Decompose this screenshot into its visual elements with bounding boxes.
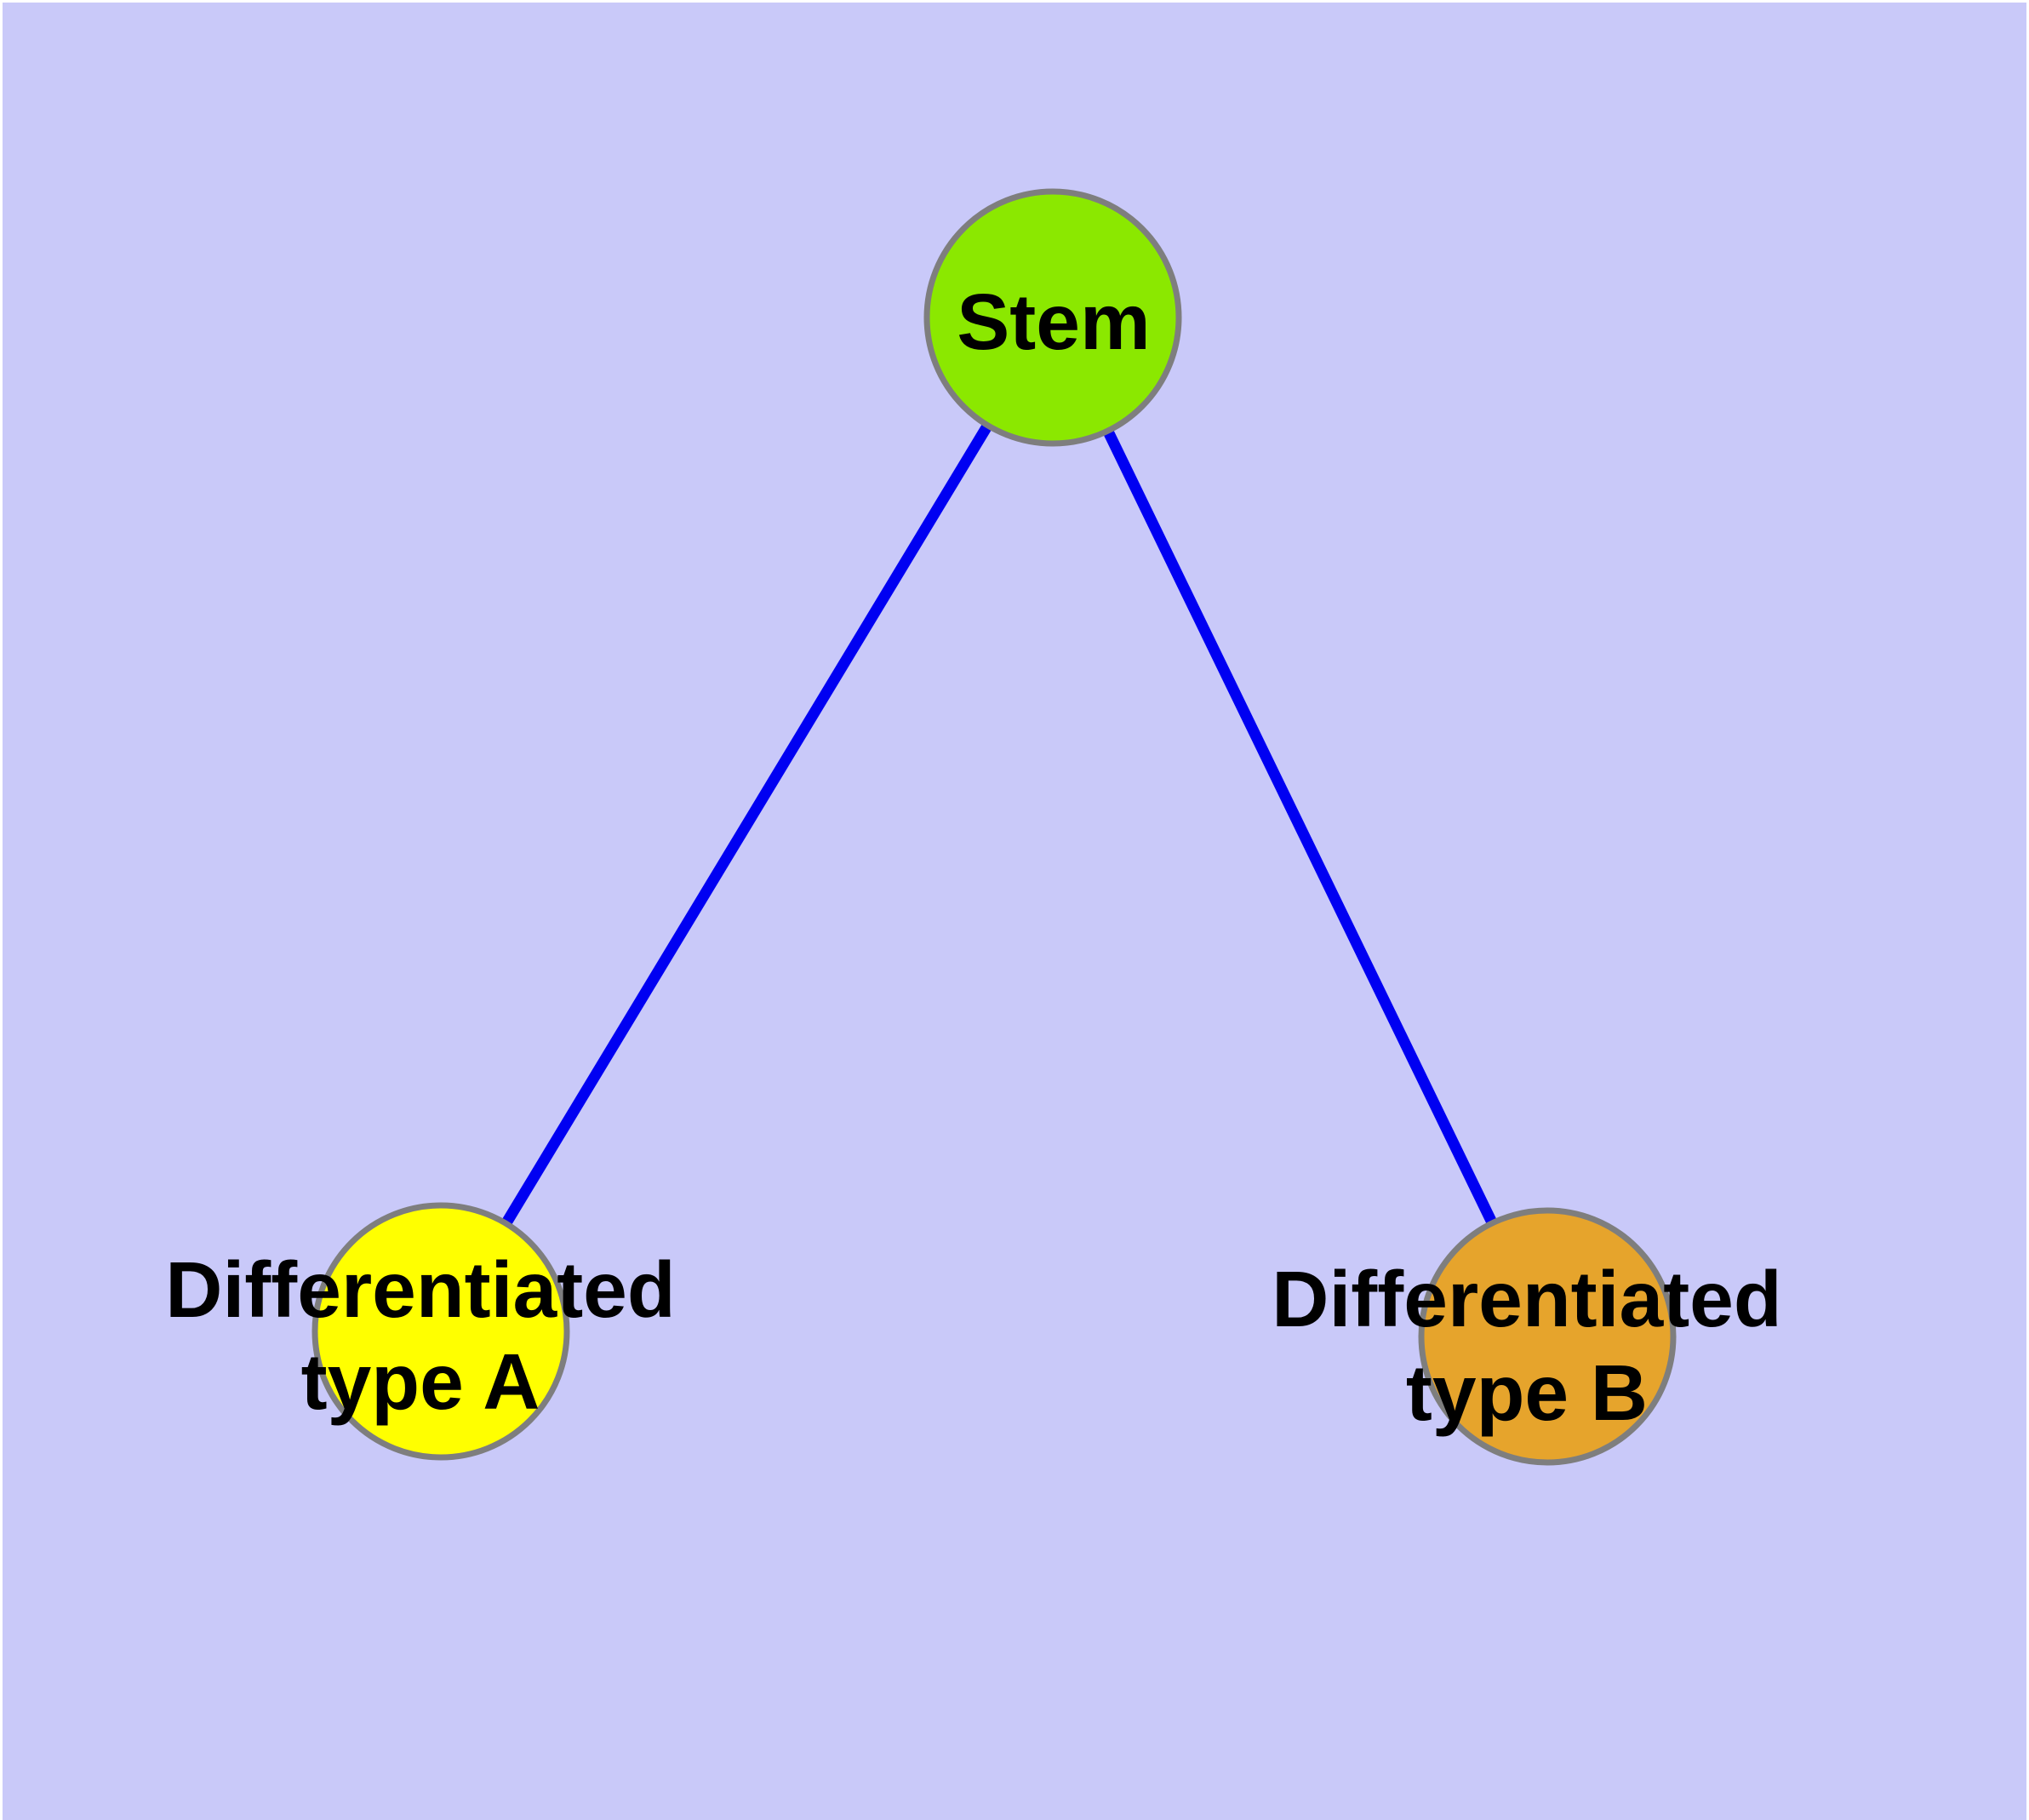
node-stem-label: Stem [957, 278, 1150, 366]
node-type-a-label-line-2: type A [301, 1337, 540, 1426]
node-differentiated-type-a [311, 1202, 570, 1461]
node-type-a-label-line-1: Differentiated [165, 1245, 675, 1334]
node-type-b-label-line-2: type B [1406, 1348, 1648, 1437]
node-differentiated-type-b [1418, 1207, 1677, 1466]
edge-stem-to-type-a [436, 314, 1058, 1335]
node-stem [923, 188, 1182, 447]
edge-stem-to-type-b [1048, 315, 1552, 1339]
node-type-b-label-line-1: Differentiated [1272, 1255, 1781, 1343]
